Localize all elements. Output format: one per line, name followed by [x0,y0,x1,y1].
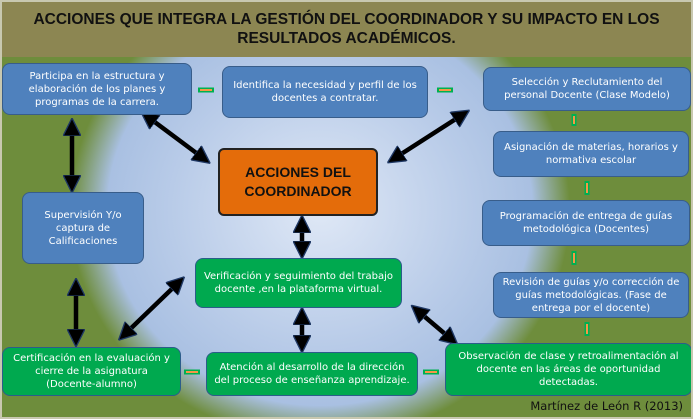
box-perfil: Identifica la necesidad y perfil de los … [222,66,428,118]
diagram-title: ACCIONES QUE INTEGRA LA GESTIÓN DEL COOR… [0,0,693,57]
box-certificacion: Certificación en la evaluación y cierre … [2,347,181,396]
box-revision: Revisión de guías y/o corrección de guía… [493,272,689,318]
arrow-verificacion-observacion [418,311,451,339]
box-planes: Participa en la estructura y elaboración… [2,63,192,115]
arrow-center-planes [148,117,203,158]
box-programacion: Programación de entrega de guías metodol… [482,200,690,246]
box-supervision: Supervisión Y/o captura de Calificacione… [22,192,144,264]
box-observacion: Observación de clase y retroalimentación… [445,343,692,396]
center-box-acciones: ACCIONES DEL COORDINADOR [218,148,378,216]
arrow-center-seleccion [395,115,462,158]
box-seleccion: Selección y Reclutamiento del personal D… [483,67,691,111]
box-asignacion: Asignación de materias, horarios y norma… [493,131,689,177]
credit-citation: Martínez de León R (2013) [530,399,683,413]
box-verificacion: Verificación y seguimiento del trabajo d… [195,258,402,308]
arrow-verificacion-certificacion [125,283,178,334]
box-atencion: Atención al desarrollo de la dirección d… [206,352,418,396]
